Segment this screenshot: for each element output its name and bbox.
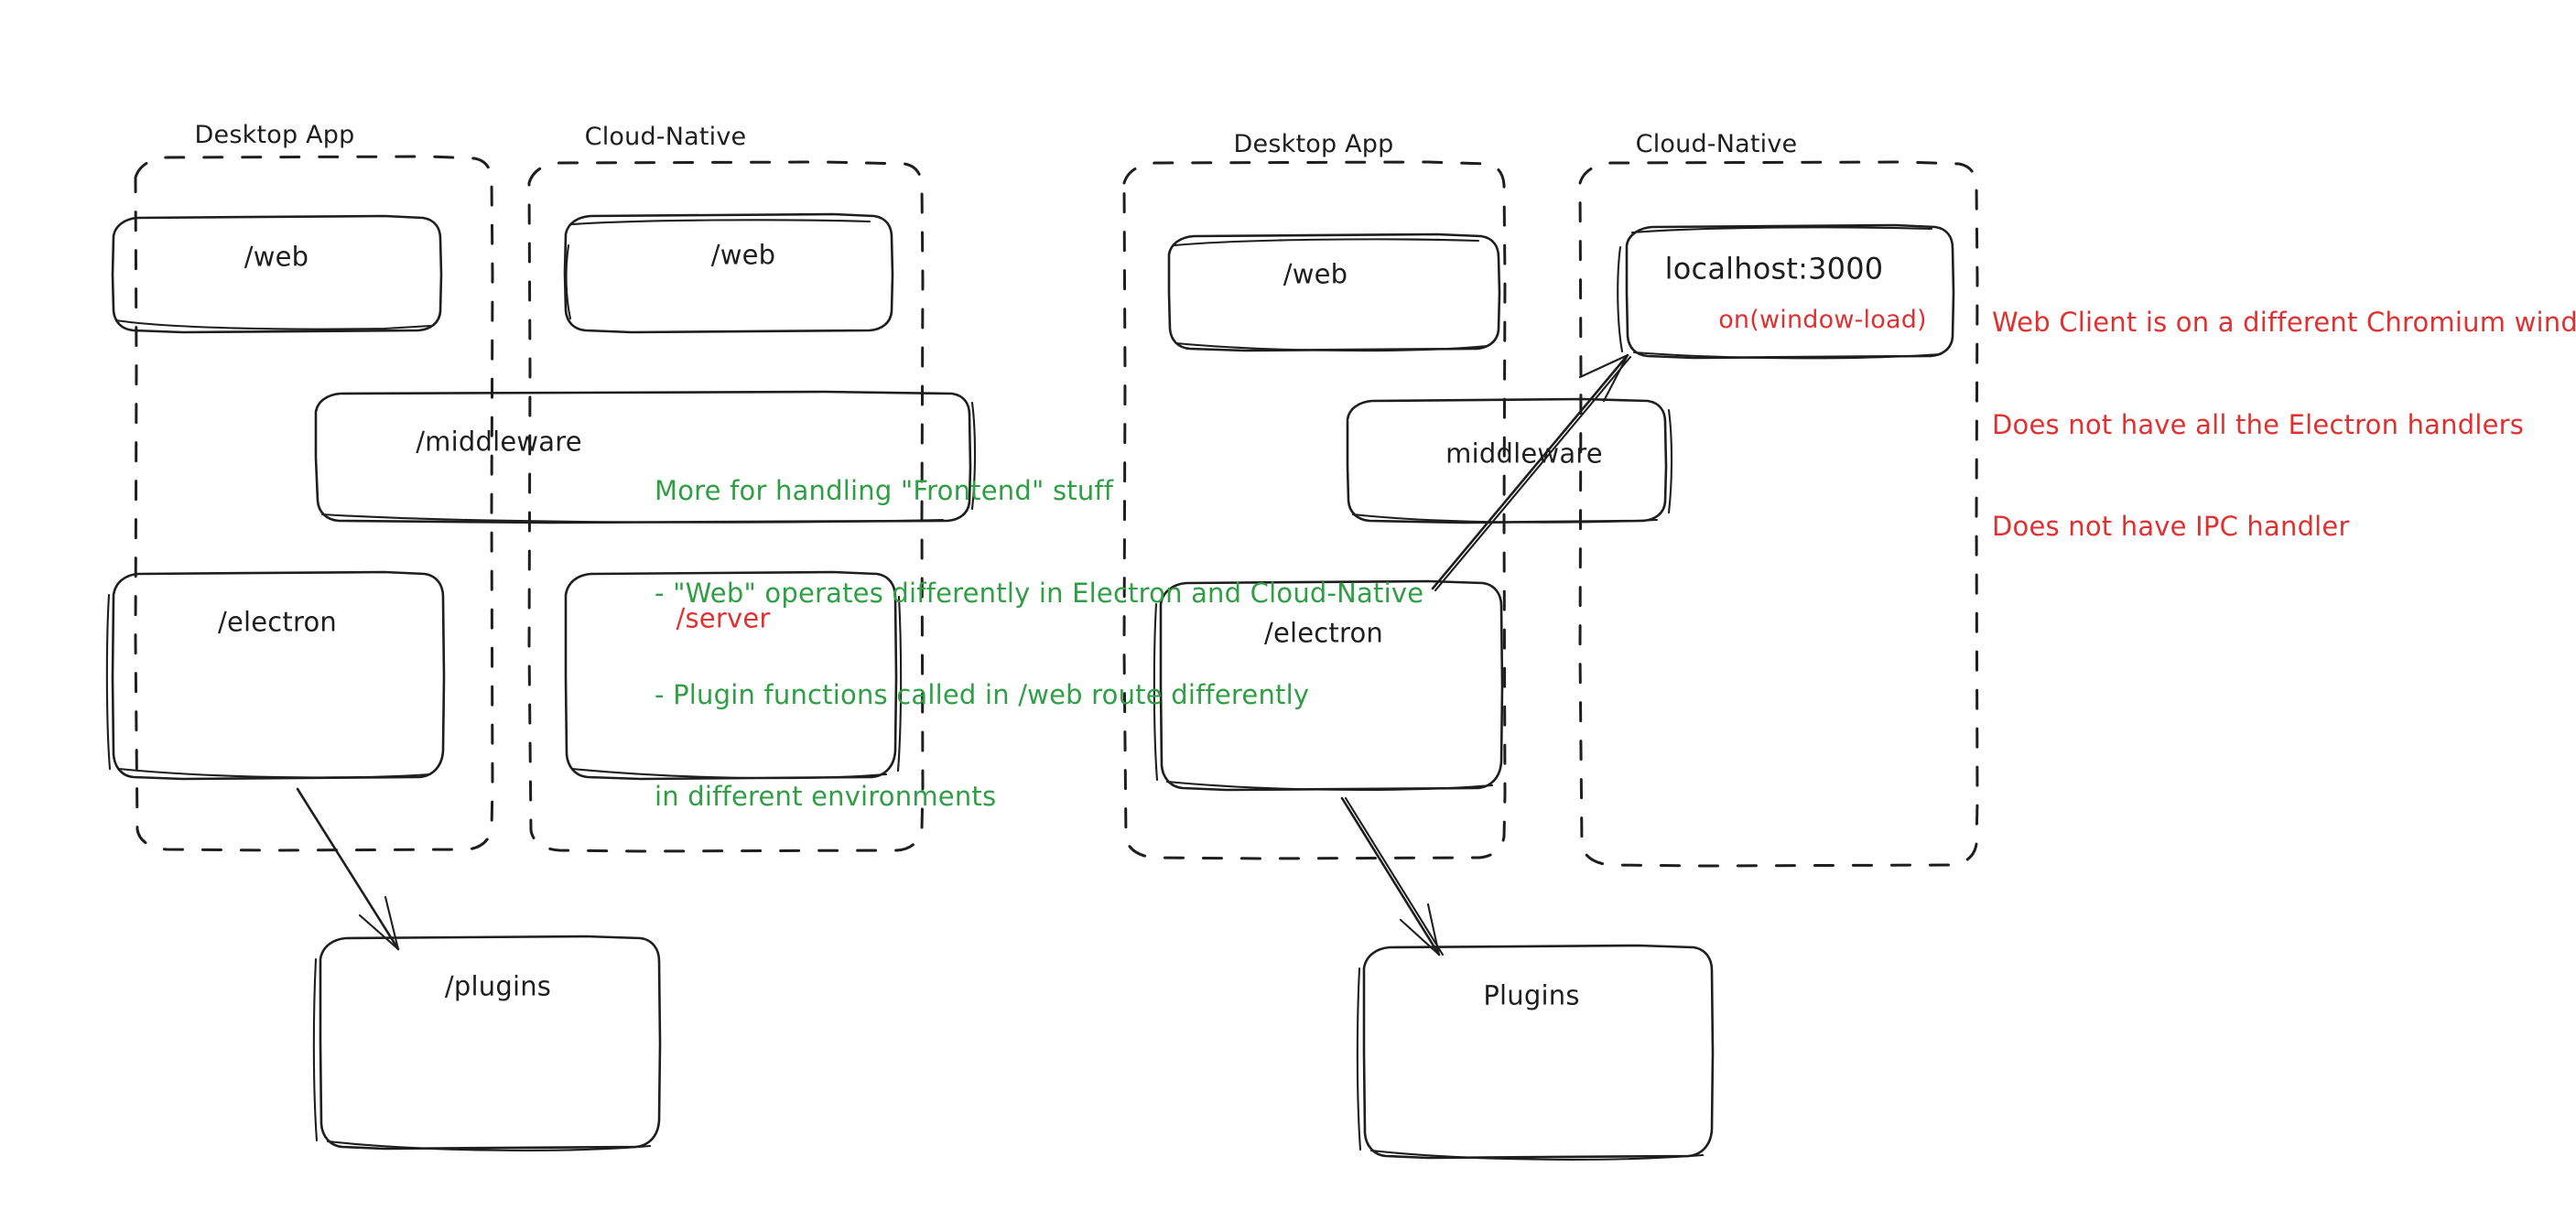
left-cloud-group-container: [527, 160, 925, 853]
right-middleware-box: [1346, 397, 1673, 524]
left-desktop-group-title: Desktop App: [194, 120, 355, 149]
left-desktop-group-container: [134, 155, 494, 852]
green-note-line-2: - "Web" operates differently in Electron…: [655, 577, 1424, 609]
right-electron-to-localhost-arrow: [1431, 353, 1632, 592]
red-note-line-2: Does not have all the Electron handlers: [1992, 408, 2525, 440]
left-electron-to-plugins-arrow: [296, 787, 400, 951]
right-plugins-box: [1356, 944, 1715, 1161]
right-middleware-label: middleware: [1445, 438, 1603, 470]
right-plugins-label: Plugins: [1483, 979, 1580, 1011]
right-cloud-group-container: [1578, 160, 1979, 868]
left-server-label: /server: [676, 602, 771, 634]
left-plugins-label: /plugins: [444, 970, 552, 1002]
right-electron-box: [1153, 579, 1504, 792]
left-server-box: [564, 570, 903, 781]
green-note-line-1: More for handling "Frontend" stuff: [655, 475, 1114, 507]
left-cloud-web-label: /web: [710, 239, 776, 271]
red-note-line-1: Web Client is on a different Chromium wi…: [1992, 307, 2576, 339]
right-localhost-box: [1617, 223, 1955, 360]
left-cloud-web-box: [563, 212, 894, 334]
green-note: More for handling "Frontend" stuff - "We…: [655, 406, 1423, 882]
right-desktop-group-title: Desktop App: [1233, 129, 1394, 158]
right-localhost-label: localhost:3000: [1664, 251, 1884, 286]
right-desktop-group-container: [1122, 160, 1507, 860]
green-note-line-3: - Plugin functions called in /web route …: [655, 678, 1310, 710]
left-plugins-box: [312, 935, 662, 1151]
left-middleware-label: /middleware: [416, 426, 582, 458]
left-desktop-web-box: [111, 214, 443, 334]
right-desktop-web-label: /web: [1283, 258, 1348, 290]
left-cloud-group-title: Cloud-Native: [584, 122, 747, 151]
left-desktop-web-label: /web: [244, 241, 309, 273]
left-electron-box: [105, 570, 446, 781]
right-electron-label: /electron: [1263, 617, 1384, 649]
right-electron-to-plugins-arrow: [1340, 796, 1445, 956]
red-note-line-3: Does not have IPC handler: [1992, 510, 2350, 542]
right-cloud-group-title: Cloud-Native: [1635, 129, 1798, 158]
red-note: Web Client is on a different Chromium wi…: [1992, 238, 2576, 611]
right-desktop-web-box: [1167, 232, 1501, 352]
green-note-line-4: in different environments: [655, 781, 997, 813]
left-middleware-box: [314, 390, 977, 524]
right-localhost-sublabel: on(window-load): [1718, 305, 1927, 334]
left-electron-label: /electron: [217, 606, 338, 638]
